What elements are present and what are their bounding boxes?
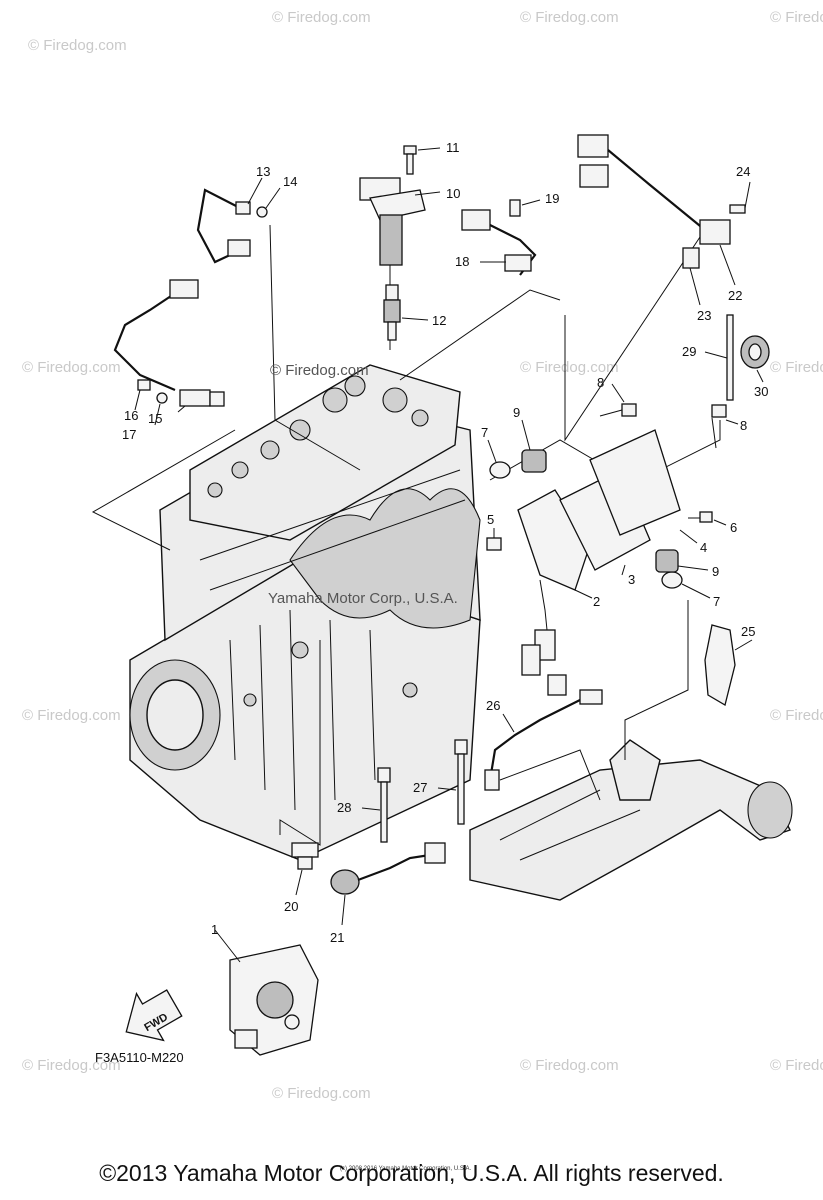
part-11-bolt (403, 145, 441, 175)
callout-3: 3 (628, 572, 635, 587)
part-13-sensor (196, 177, 281, 264)
exhaust-pipe (469, 739, 793, 901)
part-4-bracket (589, 429, 698, 544)
callout-layer: 1 2 3 4 5 6 7 7 8 8 9 9 10 11 12 13 14 1… (122, 140, 768, 945)
callout-17: 17 (122, 427, 136, 442)
part-1-pump (214, 929, 319, 1056)
callout-29: 29 (682, 344, 696, 359)
part-10-ignition-coil (359, 177, 441, 266)
watermark: © Firedog.com (22, 1057, 121, 1074)
callout-7: 7 (713, 594, 720, 609)
part-25-clamp (704, 624, 753, 707)
callout-24: 24 (736, 164, 750, 179)
callout-7: 7 (481, 425, 488, 440)
watermark: © Firedog.com (520, 1057, 619, 1074)
callout-9: 9 (513, 405, 520, 420)
diagram-code: F3A5110-M220 (95, 1050, 184, 1065)
copyright-footer: ©2013 Yamaha Motor Corporation, U.S.A. A… (99, 1160, 724, 1186)
fwd-arrow-icon: FWD (125, 989, 183, 1042)
part-9-grommet (521, 419, 547, 473)
callout-28: 28 (337, 800, 351, 815)
part-30-grommet (740, 335, 770, 383)
callout-4: 4 (700, 540, 707, 555)
callout-21: 21 (330, 930, 344, 945)
callout-14: 14 (283, 174, 297, 189)
callout-19: 19 (545, 191, 559, 206)
part-27-cable-tie (437, 739, 468, 825)
part-7-collar (661, 571, 711, 599)
part-18-sensor (461, 199, 541, 276)
part-22-harness (577, 134, 751, 306)
part-21-knock-sensor (330, 842, 446, 926)
engine-block (129, 364, 481, 861)
watermark: © Firedog.com (770, 359, 823, 376)
callout-26: 26 (486, 698, 500, 713)
callout-25: 25 (741, 624, 755, 639)
part-20-sensor (291, 842, 319, 896)
part-6-bolt (688, 511, 727, 526)
callout-15: 15 (148, 411, 162, 426)
callout-13: 13 (256, 164, 270, 179)
part-8-bolt (599, 383, 637, 417)
part-29-tie (704, 314, 734, 401)
callout-18: 18 (455, 254, 469, 269)
part-26-sensor (484, 689, 603, 791)
watermark: © Firedog.com (520, 9, 619, 26)
part-5-nut (486, 528, 502, 551)
watermark: © Firedog.com (770, 1057, 823, 1074)
callout-27: 27 (413, 780, 427, 795)
watermark: © Firedog.com (272, 9, 371, 26)
watermark: © Firedog.com (770, 9, 823, 26)
callout-6: 6 (730, 520, 737, 535)
watermark: © Firedog.com (22, 707, 121, 724)
callout-10: 10 (446, 186, 460, 201)
part-2-ecu (517, 489, 593, 696)
callout-12: 12 (432, 313, 446, 328)
watermark: © Firedog.com (520, 359, 619, 376)
watermark: © Firedog.com (272, 1085, 371, 1102)
part-28-cable-tie (361, 767, 391, 843)
center-watermark: © Firedog.com (270, 362, 369, 379)
part-12-spark-plug (383, 284, 429, 341)
callout-8: 8 (740, 418, 747, 433)
watermark-layer: © Firedog.com © Firedog.com © Firedog.co… (22, 9, 823, 1102)
tiny-copyright: (c) 2008 2016 Yamaha Motor Corporation, … (340, 1166, 472, 1172)
callout-20: 20 (284, 899, 298, 914)
callout-9: 9 (712, 564, 719, 579)
part-9-grommet (655, 549, 709, 573)
callout-16: 16 (124, 408, 138, 423)
callout-22: 22 (728, 288, 742, 303)
inner-watermark: Yamaha Motor Corp., U.S.A. (268, 590, 458, 607)
part-7-collar (487, 439, 511, 479)
callout-5: 5 (487, 512, 494, 527)
watermark: © Firedog.com (770, 707, 823, 724)
watermark: © Firedog.com (22, 359, 121, 376)
callout-2: 2 (593, 594, 600, 609)
callout-23: 23 (697, 308, 711, 323)
part-15-sensor (113, 279, 225, 426)
callout-11: 11 (446, 140, 460, 155)
part-8-bolt (711, 404, 739, 449)
callout-30: 30 (754, 384, 768, 399)
watermark: © Firedog.com (28, 37, 127, 54)
callout-1: 1 (211, 922, 218, 937)
callout-8: 8 (597, 375, 604, 390)
